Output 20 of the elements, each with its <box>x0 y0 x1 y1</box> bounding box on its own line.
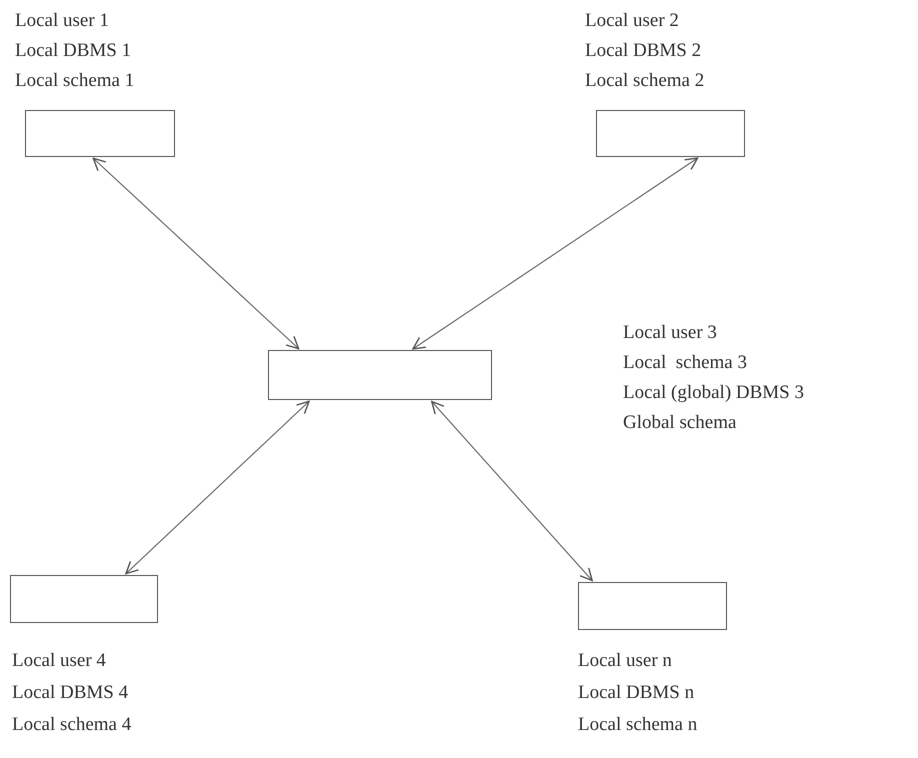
node-label: Local user 2 <box>585 10 679 32</box>
node-label: Local user 4 <box>12 650 106 672</box>
node-label: Local schema n <box>578 714 698 736</box>
side-note: Local schema 3 <box>623 352 747 374</box>
arrow <box>125 400 310 574</box>
side-note: Local user 3 <box>623 322 717 344</box>
side-note: Local (global) DBMS 3 <box>623 382 804 404</box>
node-label: Local user n <box>578 650 672 672</box>
arrow <box>92 158 300 350</box>
node-label: Local user 1 <box>15 10 109 32</box>
node-label: Local DBMS 2 <box>585 40 702 62</box>
side-note: Global schema <box>623 412 736 434</box>
node-label: Local schema 2 <box>585 70 704 92</box>
node-label: Local schema 4 <box>12 714 132 736</box>
node-label: Local DBMS n <box>578 682 694 704</box>
node-label: Local schema 1 <box>15 70 134 92</box>
node-label: Local DBMS 1 <box>15 40 132 62</box>
node-label: Local DBMS 4 <box>12 682 128 704</box>
arrow <box>431 400 593 582</box>
arrow <box>412 157 698 350</box>
